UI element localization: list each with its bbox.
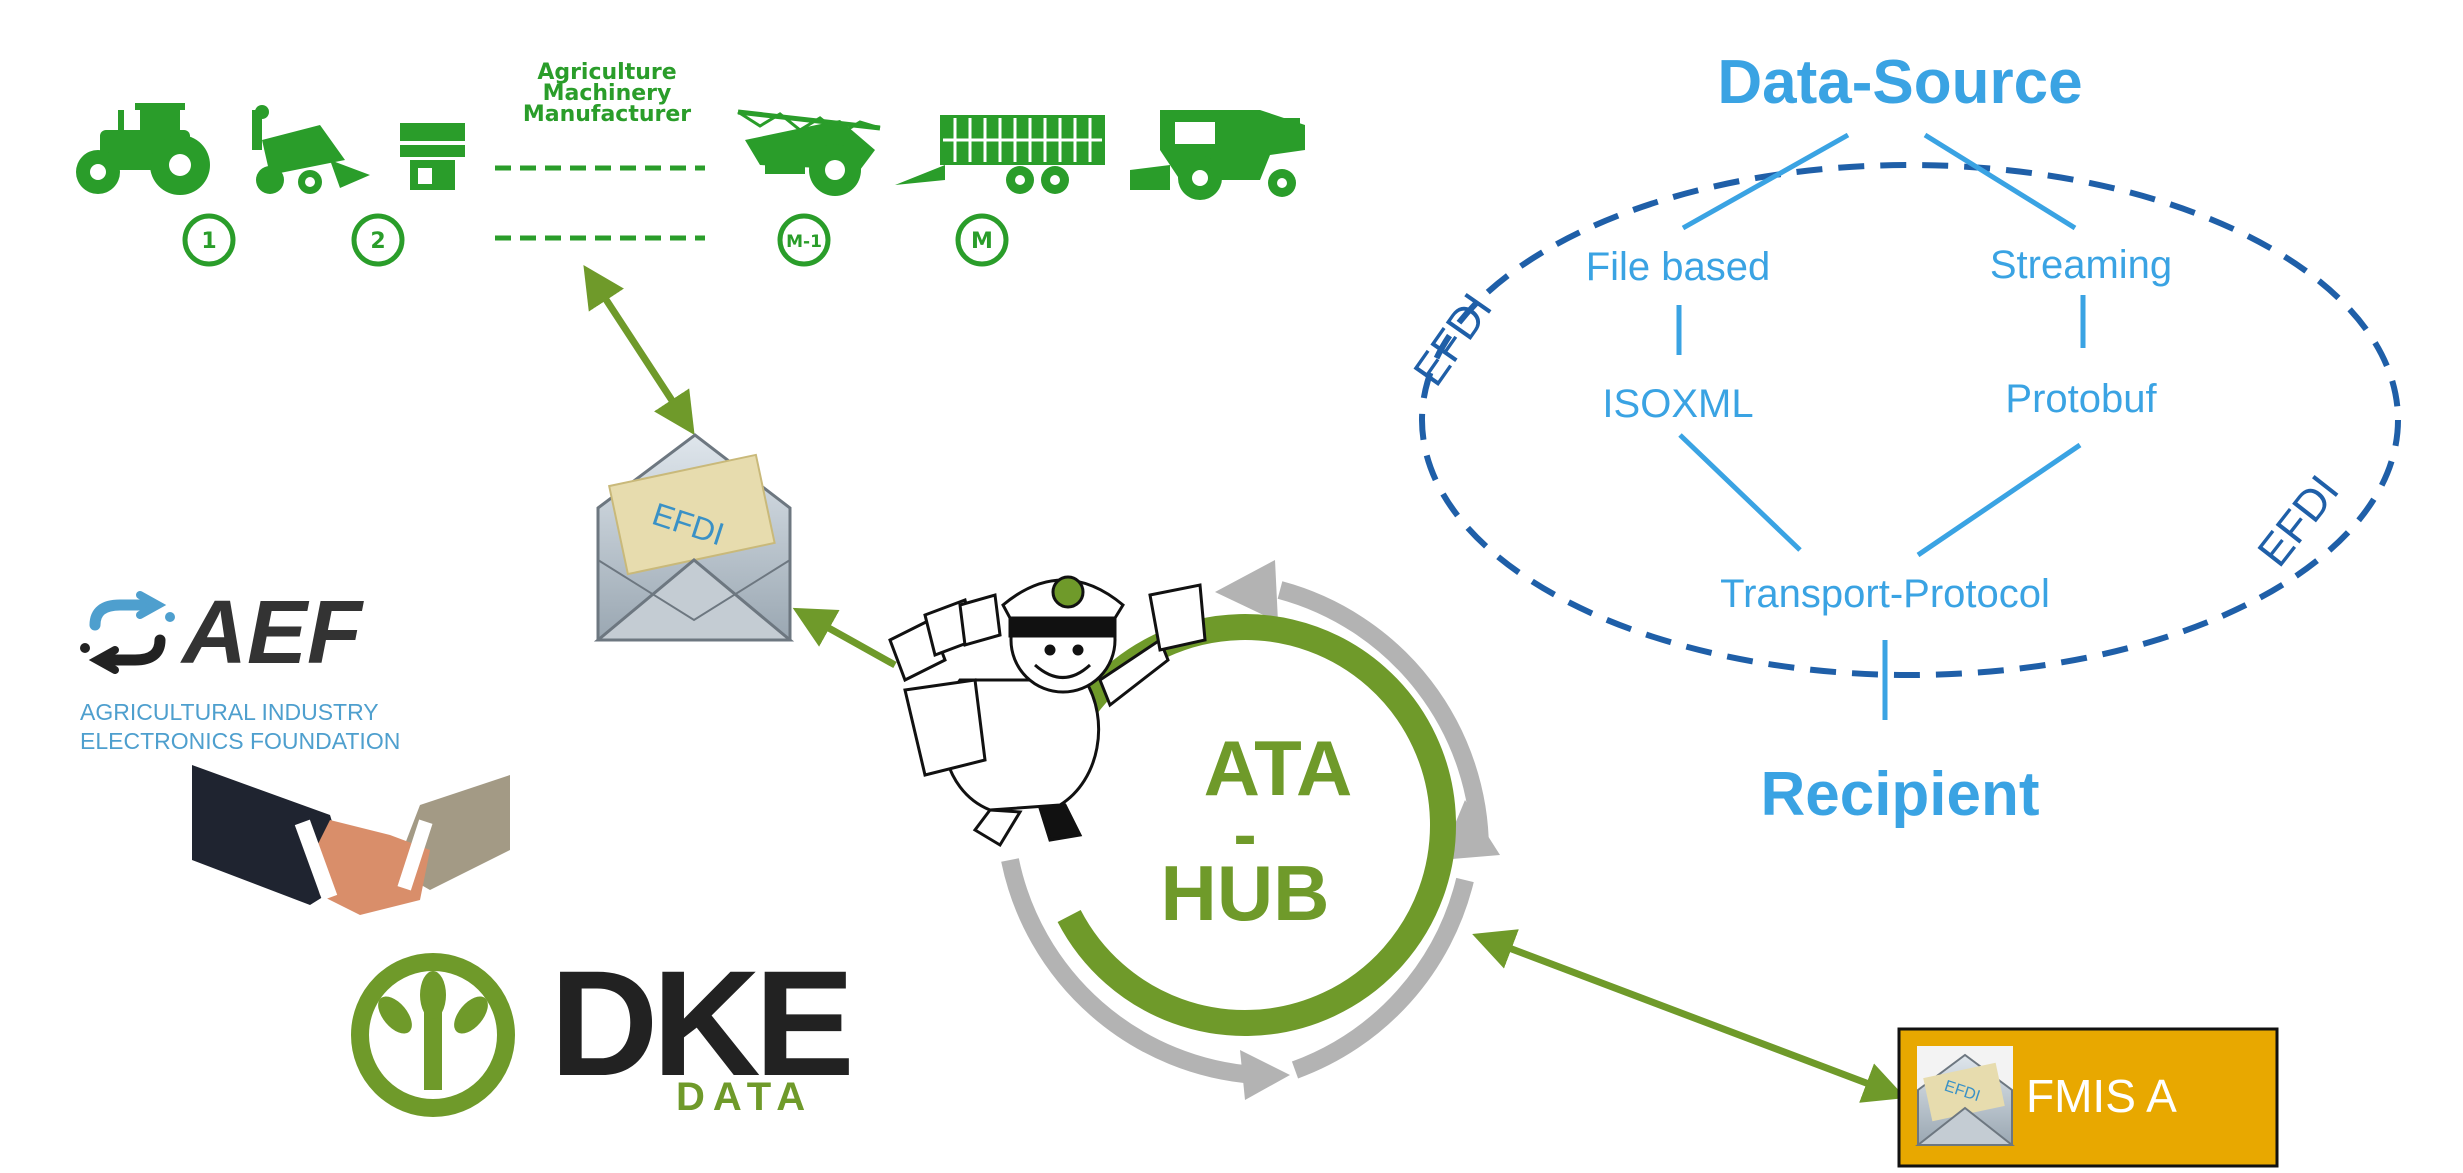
badge-1 bbox=[182, 213, 236, 267]
aef-name: AEF bbox=[180, 583, 364, 683]
transport-protocol: Transport-Protocol bbox=[1720, 572, 2050, 616]
badge-2-label: 2 bbox=[370, 229, 385, 254]
efdi-ellipse bbox=[1419, 162, 2401, 678]
format-isoxml: ISOXML bbox=[1602, 382, 1753, 426]
aef-subtitle-line-1: AGRICULTURAL INDUSTRY bbox=[80, 699, 379, 725]
handshake-icon bbox=[192, 765, 510, 915]
tree-icon bbox=[378, 971, 488, 1090]
mailman-mascot-icon bbox=[888, 575, 1207, 848]
dke-name: DKE bbox=[550, 939, 850, 1107]
ellipse-label-left: EFDI bbox=[1404, 285, 1502, 395]
branch-file-based: File based bbox=[1586, 245, 1771, 289]
fmis-label: FMIS A bbox=[2026, 1070, 2177, 1122]
machinery-envelope-arrow bbox=[583, 264, 695, 436]
badge-m-1-label: M-1 bbox=[786, 232, 822, 252]
dke-logo: DKE DATA bbox=[351, 939, 856, 1119]
ellipse-label-right: EFDI bbox=[2248, 466, 2348, 575]
fmis-envelope-icon: EFDI bbox=[1915, 1046, 2015, 1146]
aef-subtitle-line-2: ELECTRONICS FOUNDATION bbox=[80, 728, 400, 754]
machinery-title-line-2: Machinery bbox=[543, 81, 672, 106]
badge-m-label: M bbox=[971, 229, 993, 254]
hub-envelope-arrow bbox=[792, 607, 897, 669]
branch-streaming: Streaming bbox=[1990, 243, 2172, 287]
hopper-icon bbox=[400, 123, 465, 190]
format-protobuf: Protobuf bbox=[2005, 377, 2157, 421]
data-source-title: Data-Source bbox=[1717, 48, 2082, 117]
aef-logo: AEF AGRICULTURAL INDUSTRY ELECTRONICS FO… bbox=[80, 583, 400, 754]
badge-1-label: 1 bbox=[201, 229, 216, 254]
hub-line-3: HUB bbox=[1161, 849, 1330, 937]
combine-icon bbox=[1130, 110, 1305, 200]
sprayer-icon bbox=[737, 109, 881, 196]
hub-line-1: ATA bbox=[1204, 724, 1353, 812]
hub-fmis-arrow bbox=[1472, 929, 1906, 1103]
tractor-icon bbox=[76, 103, 210, 195]
machine-badges: 1 2 M-1 M bbox=[182, 213, 1009, 267]
badge-m-1 bbox=[777, 213, 831, 267]
wagon-icon bbox=[895, 115, 1105, 194]
machinery-row bbox=[76, 103, 1305, 241]
dke-sub: DATA bbox=[676, 1075, 813, 1119]
machinery-title-line-1: Agriculture bbox=[537, 60, 676, 85]
recipient-title: Recipient bbox=[1760, 760, 2039, 829]
badge-2 bbox=[351, 213, 405, 267]
machinery-title-line-3: Manufacturer bbox=[523, 102, 691, 127]
data-source-tree-lines bbox=[1676, 132, 2086, 720]
badge-m bbox=[955, 213, 1009, 267]
aef-arrows-icon bbox=[80, 591, 175, 674]
hub-cycle-arrows bbox=[1001, 581, 1489, 1084]
efdi-envelope-icon: EFDI bbox=[593, 433, 795, 642]
hub-line-2: - bbox=[1233, 795, 1256, 873]
planter-icon bbox=[252, 105, 370, 194]
fmis-a-box[interactable]: EFDI FMIS A bbox=[1897, 1027, 2279, 1168]
